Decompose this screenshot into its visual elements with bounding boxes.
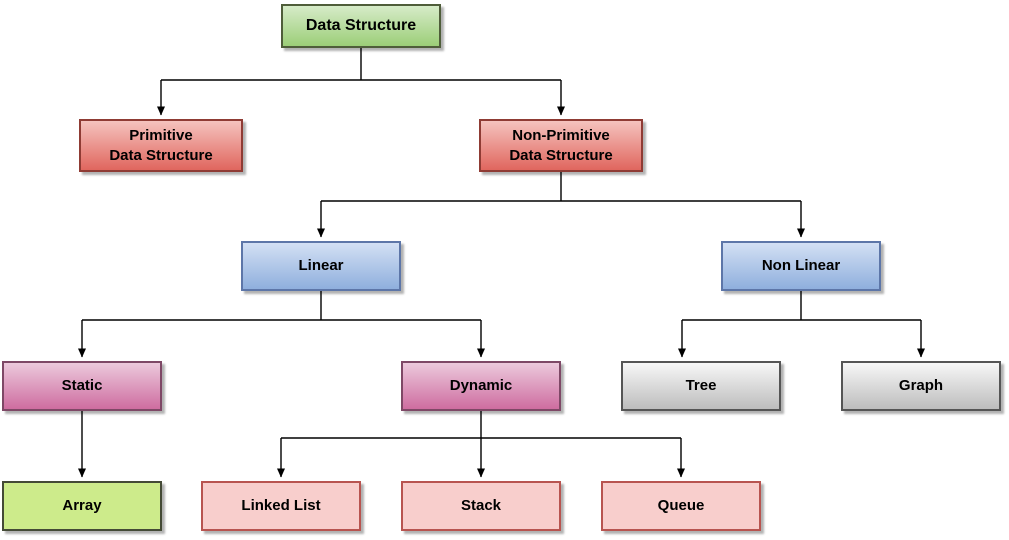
connector-nonlinear-split [678,291,925,358]
node-queue[interactable]: Queue [601,481,761,531]
node-non-linear-label: Non Linear [761,257,841,275]
node-linear[interactable]: Linear [241,241,401,291]
node-dynamic[interactable]: Dynamic [401,361,561,411]
connector-dynamic-split [277,411,685,478]
node-linked-list-label: Linked List [241,497,321,515]
node-graph[interactable]: Graph [841,361,1001,411]
node-tree[interactable]: Tree [621,361,781,411]
node-tree-label: Tree [685,377,717,395]
node-linked-list[interactable]: Linked List [201,481,361,531]
node-static-label: Static [61,377,103,395]
node-stack-label: Stack [460,497,502,515]
connector-linear-split [78,291,485,358]
node-array[interactable]: Array [2,481,162,531]
node-non-primitive-data-structure[interactable]: Non-Primitive Data Structure [479,119,643,172]
node-dynamic-label: Dynamic [449,377,513,395]
node-static[interactable]: Static [2,361,162,411]
node-stack[interactable]: Stack [401,481,561,531]
node-data-structure-label: Data Structure [305,16,417,34]
node-graph-label: Graph [898,377,944,395]
node-non-linear[interactable]: Non Linear [721,241,881,291]
node-queue-label: Queue [657,497,705,515]
connector-nonprimitive-split [317,172,805,238]
node-array-label: Array [62,497,102,515]
connector-datastructure-split [157,48,565,116]
node-linear-label: Linear [298,257,344,275]
node-primitive-data-structure[interactable]: Primitive Data Structure [79,119,243,172]
node-data-structure[interactable]: Data Structure [281,4,441,48]
node-primitive-label: Primitive Data Structure [109,127,213,164]
node-non-primitive-label: Non-Primitive Data Structure [509,127,613,164]
